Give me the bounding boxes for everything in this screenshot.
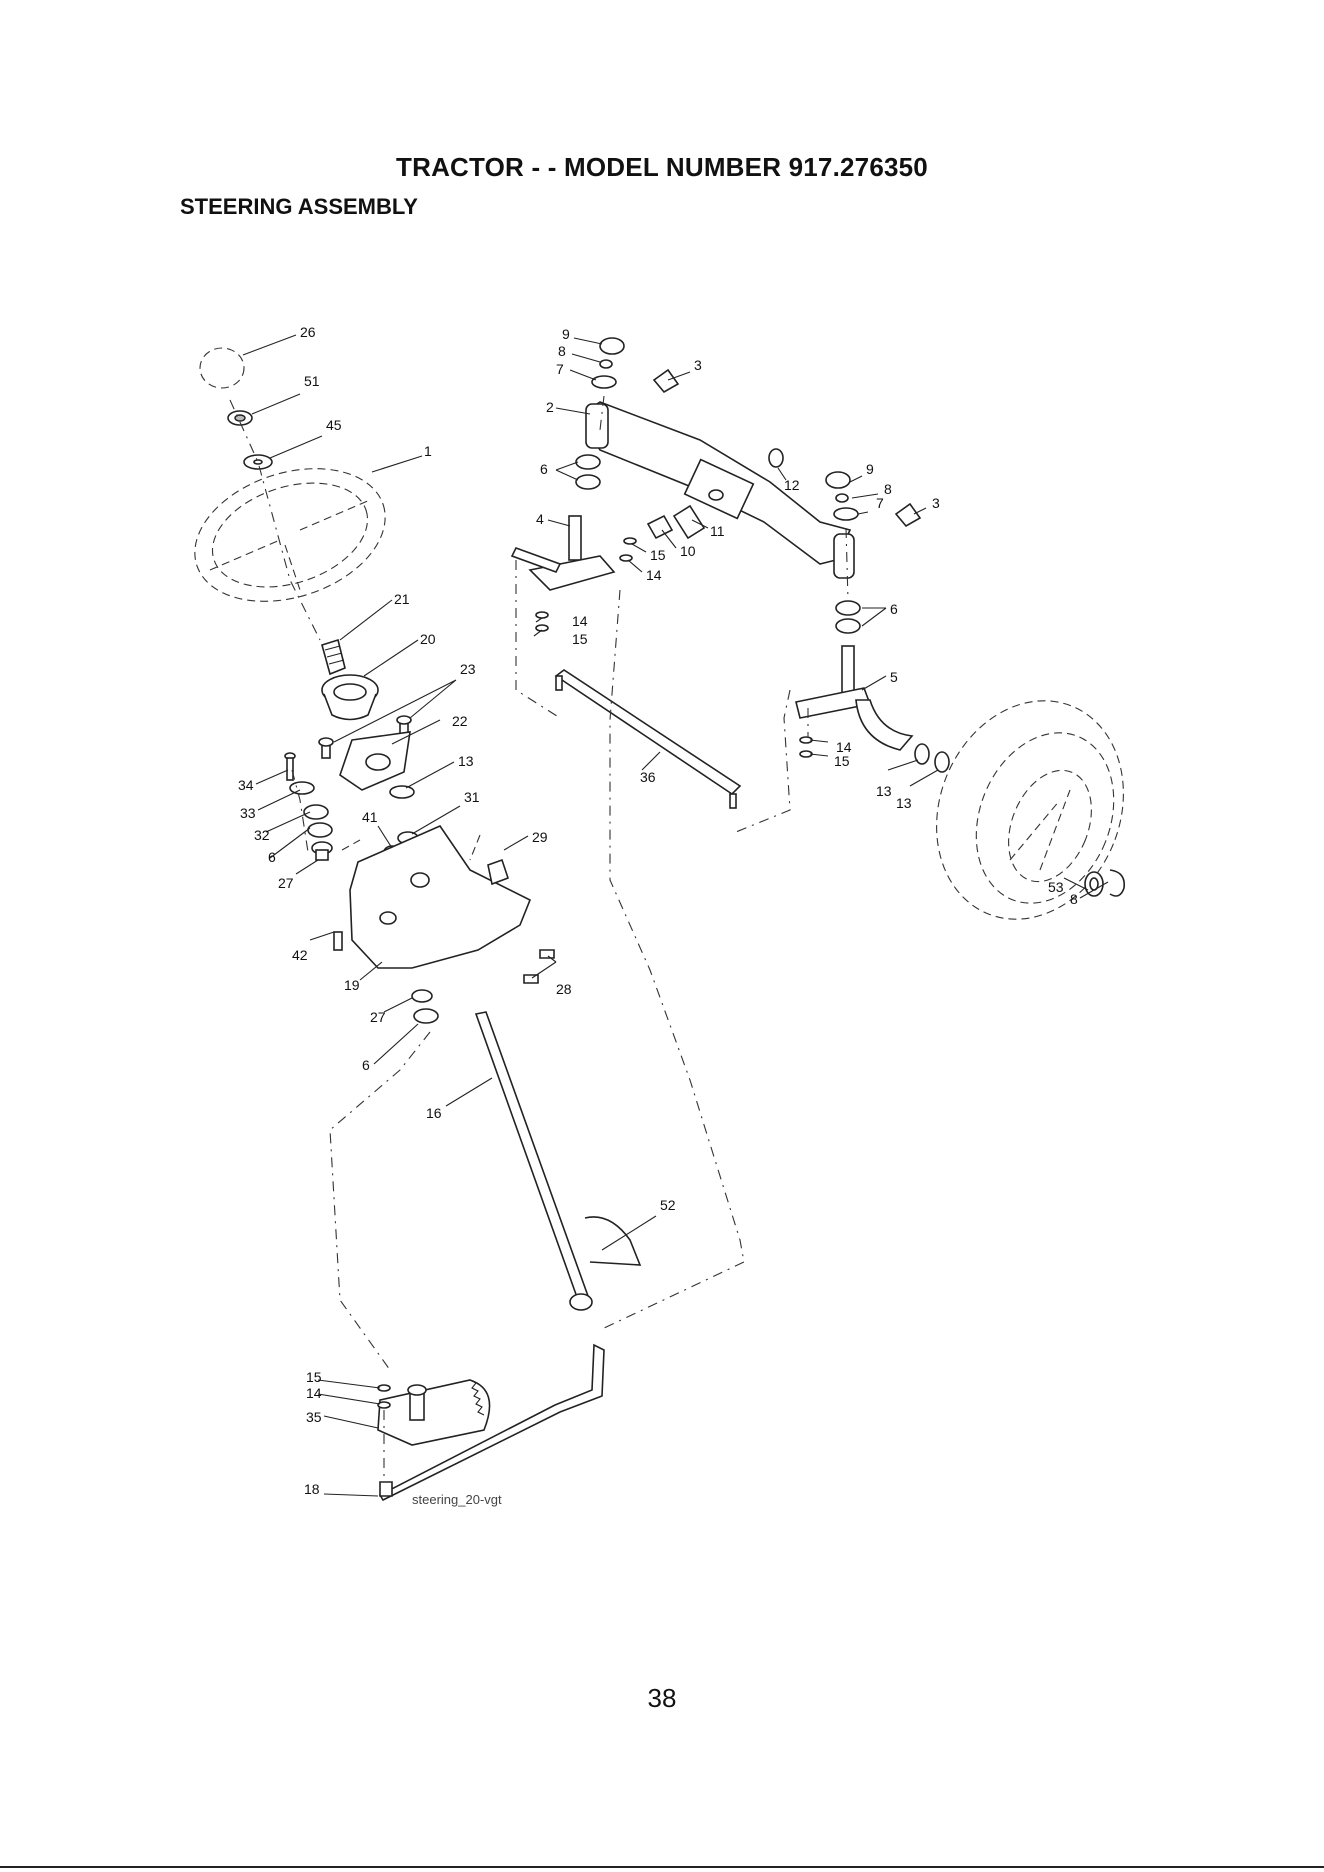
ring-8-right bbox=[836, 494, 848, 502]
callout-22: 22 bbox=[452, 713, 468, 729]
callout-45: 45 bbox=[326, 417, 342, 433]
washer-45 bbox=[244, 455, 272, 469]
callout-16: 16 bbox=[426, 1105, 442, 1121]
callout-23: 23 bbox=[460, 661, 476, 677]
callout-34: 34 bbox=[238, 777, 254, 793]
callout-10: 10 bbox=[680, 543, 696, 559]
fitting-3-right bbox=[896, 504, 920, 526]
nut-12 bbox=[769, 449, 783, 467]
callout-32: 32 bbox=[254, 827, 270, 843]
callout-2: 2 bbox=[546, 399, 554, 415]
callout-41: 41 bbox=[362, 809, 378, 825]
callout-9-left: 9 bbox=[562, 326, 570, 342]
callout-8-right: 8 bbox=[884, 481, 892, 497]
axle-2 bbox=[586, 402, 854, 578]
callout-42: 42 bbox=[292, 947, 308, 963]
wheel bbox=[905, 672, 1156, 947]
fitting-3-left bbox=[654, 370, 678, 392]
callout-13-right-a: 13 bbox=[876, 783, 892, 799]
washers-13-right bbox=[915, 744, 949, 772]
callout-15-right: 15 bbox=[834, 753, 850, 769]
callout-36: 36 bbox=[640, 769, 656, 785]
washers-33-32 bbox=[290, 782, 332, 837]
callout-1: 1 bbox=[424, 443, 432, 459]
callout-15-mid: 15 bbox=[572, 631, 588, 647]
spindle-5 bbox=[796, 646, 912, 750]
callout-15-low: 15 bbox=[306, 1369, 322, 1385]
steering-wheel bbox=[178, 446, 403, 624]
washer-7-left bbox=[592, 376, 616, 388]
bottom-rule bbox=[0, 1866, 1324, 1868]
callout-12: 12 bbox=[784, 477, 800, 493]
callout-51: 51 bbox=[304, 373, 320, 389]
washers-6-right bbox=[836, 601, 860, 633]
callout-14-low: 14 bbox=[306, 1385, 322, 1401]
callout-19: 19 bbox=[344, 977, 360, 993]
boot-20 bbox=[322, 675, 378, 720]
washer-53 bbox=[1085, 872, 1103, 896]
callout-6-axle-right: 6 bbox=[890, 601, 898, 617]
ring-8-left bbox=[600, 360, 612, 368]
callout-5: 5 bbox=[890, 669, 898, 685]
callout-35: 35 bbox=[306, 1409, 322, 1425]
washer-13 bbox=[390, 786, 414, 798]
washers-6-left bbox=[576, 455, 600, 489]
callout-27-top: 27 bbox=[278, 875, 294, 891]
steering-cap bbox=[200, 348, 244, 388]
callout-6-axle-left: 6 bbox=[540, 461, 548, 477]
callout-29: 29 bbox=[532, 829, 548, 845]
tie-rod-36 bbox=[556, 670, 740, 808]
callout-15-upper: 15 bbox=[650, 547, 666, 563]
callout-14-mid: 14 bbox=[572, 613, 588, 629]
callout-6-left: 6 bbox=[268, 849, 276, 865]
callout-52: 52 bbox=[660, 1197, 676, 1213]
nut-29 bbox=[488, 860, 508, 884]
callout-28: 28 bbox=[556, 981, 572, 997]
callout-14-upper: 14 bbox=[646, 567, 662, 583]
callout-27-low: 27 bbox=[370, 1009, 386, 1025]
callout-11: 11 bbox=[710, 523, 725, 539]
callout-7-left: 7 bbox=[556, 361, 564, 377]
callout-7-right: 7 bbox=[876, 495, 884, 511]
cap-9-right bbox=[826, 472, 850, 488]
callout-8-wheel: 8 bbox=[1070, 891, 1078, 907]
callout-20: 20 bbox=[420, 631, 436, 647]
callout-53: 53 bbox=[1048, 879, 1064, 895]
bolt-42 bbox=[334, 932, 342, 950]
callout-13-right-b: 13 bbox=[896, 795, 912, 811]
adapter-21 bbox=[322, 640, 345, 674]
callout-3-left: 3 bbox=[694, 357, 702, 373]
fitting-18 bbox=[380, 1482, 392, 1496]
callout-8-left: 8 bbox=[558, 343, 566, 359]
callout-13-left: 13 bbox=[458, 753, 474, 769]
sector-gear-35 bbox=[378, 1380, 490, 1445]
callout-21: 21 bbox=[394, 591, 410, 607]
spindle-4 bbox=[512, 516, 614, 590]
callout-4: 4 bbox=[536, 511, 544, 527]
washer-6-low bbox=[414, 1009, 438, 1023]
callout-6-low: 6 bbox=[362, 1057, 370, 1073]
cap-9-left bbox=[600, 338, 624, 354]
callout-31: 31 bbox=[464, 789, 480, 805]
bearing-27-top bbox=[312, 842, 332, 860]
callout-26: 26 bbox=[300, 324, 316, 340]
bearing-27-low bbox=[412, 990, 432, 1002]
callout-9-right: 9 bbox=[866, 461, 874, 477]
callout-3-right: 3 bbox=[932, 495, 940, 511]
drawing-id: steering_20-vgt bbox=[412, 1492, 502, 1507]
spring-52 bbox=[585, 1217, 640, 1265]
frame-19 bbox=[342, 826, 530, 968]
page-number: 38 bbox=[0, 1683, 1324, 1714]
callout-33: 33 bbox=[240, 805, 256, 821]
washer-7-right bbox=[834, 508, 858, 520]
shaft-16 bbox=[476, 1012, 592, 1310]
callout-18: 18 bbox=[304, 1481, 320, 1497]
clip-8 bbox=[1110, 870, 1124, 896]
